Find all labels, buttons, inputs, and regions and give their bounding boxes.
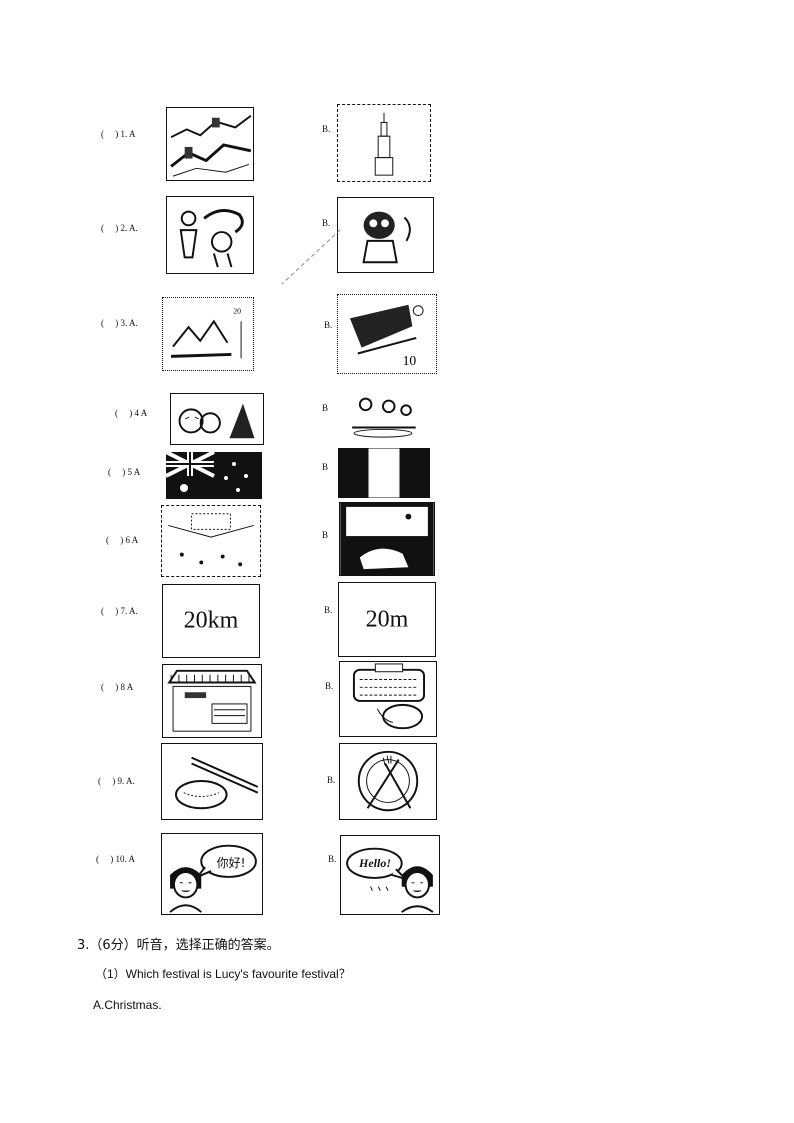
picture-4b[interactable] (337, 388, 427, 442)
option-b-label-8: B. (325, 681, 334, 691)
option-b-label-6: B (322, 530, 329, 540)
picture-7b[interactable]: 20m (338, 582, 436, 657)
australia-flag-icon (166, 452, 262, 499)
tricolour-flag-icon (338, 448, 430, 498)
option-b-label-4: B (322, 403, 329, 413)
landscape-stamp-icon: 20 (170, 307, 242, 359)
question-label-1: ( ) 1. A (101, 129, 136, 139)
option-b-label-9: B. (327, 775, 336, 785)
knife-fork-plate-icon (357, 750, 419, 812)
shop-front-icon (167, 669, 257, 732)
distance-text-a: 20km (183, 607, 239, 634)
picture-10a[interactable]: 你好! (161, 833, 263, 915)
girl-speaking-icon (346, 847, 434, 913)
great-wall-icon (170, 115, 252, 177)
night-scene-icon (340, 503, 434, 575)
distance-text-b: 20m (365, 606, 409, 632)
question-label-6: ( ) 6 A (106, 535, 139, 545)
option-b-label-3: B. (324, 320, 333, 330)
chopsticks-bowl-icon (174, 756, 259, 810)
question-label-3: ( ) 3. A. (101, 318, 138, 328)
question-label-5: ( ) 5 A (108, 467, 141, 477)
question-label-8: ( ) 8 A (101, 682, 134, 692)
girl-speaking-icon (169, 844, 257, 913)
lion-dance-icon (362, 211, 411, 264)
family-party-icon (352, 397, 416, 438)
svg-text:20: 20 (233, 307, 241, 316)
stray-dashed-line (281, 229, 341, 285)
greeting-card-icon (168, 513, 254, 567)
picture-9b[interactable] (339, 743, 437, 820)
picture-7a[interactable]: 20km (162, 584, 260, 658)
picture-9a[interactable] (161, 743, 263, 820)
question-label-7: ( ) 7. A. (101, 606, 138, 616)
picture-5b[interactable] (338, 448, 430, 498)
skyscraper-icon (374, 112, 394, 176)
picture-1b[interactable] (337, 104, 431, 182)
option-b-label-7: B. (324, 605, 333, 615)
restaurant-menu-icon (352, 663, 425, 730)
question3-option-a[interactable]: A.Christmas. (93, 998, 162, 1012)
option-b-label-5: B (322, 462, 329, 472)
question3-heading: 3.（6分）听音，选择正确的答案。 (77, 938, 280, 953)
option-b-label-2: B. (322, 218, 331, 228)
picture-8b[interactable] (339, 661, 437, 737)
question-label-4: ( ) 4 A (115, 408, 148, 418)
speech-bubble-nihao: 你好! (216, 856, 246, 870)
question-label-2: ( ) 2. A. (101, 223, 138, 233)
picture-2b[interactable] (337, 197, 434, 273)
picture-5a[interactable] (166, 452, 262, 499)
halloween-icon (178, 403, 255, 439)
dragon-dance-icon (179, 209, 244, 268)
picture-2a[interactable] (166, 196, 254, 274)
bridge-stamp-icon: 10 (349, 304, 424, 368)
speech-bubble-hello: Hello! (359, 856, 391, 870)
picture-6b[interactable] (339, 502, 435, 576)
picture-4a[interactable] (170, 393, 264, 445)
option-b-label-1: B. (322, 124, 331, 134)
picture-8a[interactable] (162, 664, 262, 738)
picture-1a[interactable] (166, 107, 254, 181)
question3-item-1: （1）Which festival is Lucy's favourite fe… (95, 967, 351, 981)
picture-6a[interactable] (161, 505, 261, 577)
picture-10b[interactable]: Hello! (340, 835, 440, 915)
question-label-10: ( ) 10. A (96, 854, 135, 864)
question-label-9: ( ) 9. A. (98, 776, 135, 786)
picture-3b[interactable]: 10 (337, 294, 437, 374)
picture-3a[interactable]: 20 (162, 297, 254, 371)
svg-text:10: 10 (403, 353, 417, 368)
option-b-label-10: B. (328, 854, 337, 864)
